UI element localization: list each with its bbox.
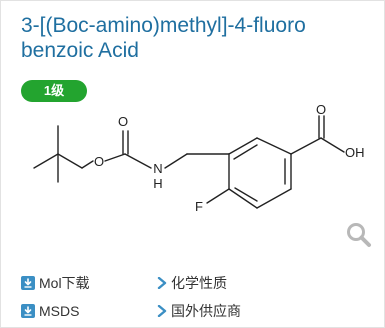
suppliers-link[interactable]: 国外供应商	[157, 301, 241, 321]
bond	[33, 153, 59, 169]
bond	[320, 137, 345, 153]
bond	[57, 153, 83, 169]
bond	[228, 188, 258, 209]
msds-label: MSDS	[39, 303, 80, 319]
download-icon	[21, 276, 35, 290]
bond	[290, 137, 322, 155]
chevron-right-icon	[157, 277, 167, 289]
bond	[233, 144, 258, 160]
atom-f: F	[195, 199, 203, 214]
bond	[228, 137, 258, 155]
atom-o-ester: O	[94, 154, 104, 169]
compound-title-line2: benzoic Acid	[21, 39, 139, 62]
atom-o-carbonyl: O	[118, 114, 128, 129]
compound-title[interactable]: 3-[(Boc-amino)methyl]-4-fluoro benzoic A…	[21, 13, 381, 63]
mol-download-label: Mol下载	[39, 275, 90, 291]
compound-title-line1: 3-[(Boc-amino)methyl]-4-fluoro	[21, 14, 306, 37]
bond	[206, 188, 230, 204]
download-icon	[21, 304, 35, 318]
bond	[81, 160, 94, 169]
atom-oh: OH	[345, 145, 365, 160]
bond	[104, 153, 126, 162]
atom-h: H	[153, 176, 162, 191]
bond	[256, 137, 292, 155]
structure-image[interactable]: O O N H O OH F	[1, 104, 385, 254]
mol-download-link[interactable]: Mol下载	[21, 273, 90, 293]
bond	[124, 153, 152, 169]
bond	[256, 188, 292, 209]
chemical-properties-link[interactable]: 化学性质	[157, 273, 227, 293]
chevron-right-icon	[157, 305, 167, 317]
msds-link[interactable]: MSDS	[21, 301, 79, 321]
grade-badge: 1级	[21, 80, 87, 102]
atom-o-acid: O	[316, 104, 326, 117]
magnifier-icon[interactable]	[345, 221, 373, 249]
atom-n: N	[153, 161, 162, 176]
suppliers-label: 国外供应商	[171, 303, 241, 319]
chemical-properties-label: 化学性质	[171, 275, 227, 291]
bond	[164, 153, 188, 169]
action-links: Mol下载 化学性质 MSDS 国外供应商	[1, 271, 385, 327]
bond	[234, 187, 258, 202]
